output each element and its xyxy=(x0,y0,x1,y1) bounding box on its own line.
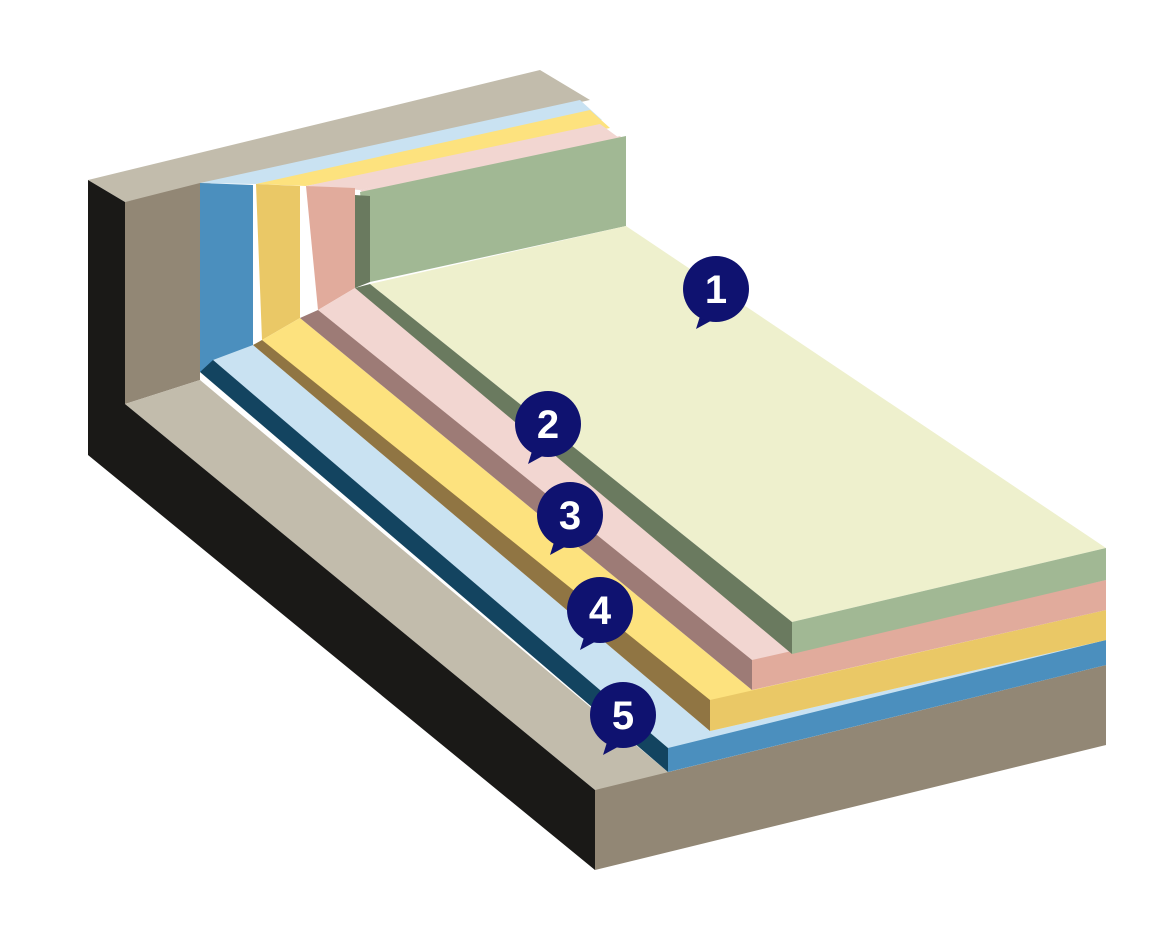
layer-yellow-wall-face xyxy=(256,184,300,340)
marker-5: 5 xyxy=(590,682,656,755)
marker-5-label: 5 xyxy=(612,694,634,738)
marker-1: 1 xyxy=(683,256,749,329)
marker-3-circle xyxy=(537,482,603,548)
marker-1-label: 1 xyxy=(705,268,727,312)
layer-green-side xyxy=(355,284,792,654)
marker-4-circle xyxy=(567,577,633,643)
marker-1-circle xyxy=(683,256,749,322)
layer-yellow-wall-top xyxy=(256,110,610,186)
layer-pink-side xyxy=(300,310,752,690)
layer-pink-wall-face xyxy=(306,186,355,310)
layer-blue-side xyxy=(200,360,668,772)
layer-blue-floor-top xyxy=(213,345,1106,772)
layer-green-floor-top xyxy=(370,226,1106,622)
layer-blue-wall-top xyxy=(200,100,602,184)
marker-3-label: 3 xyxy=(559,494,581,538)
marker-2-circle xyxy=(515,391,581,457)
layer-green-front-face xyxy=(792,548,1106,654)
substrate-wall-inner-face xyxy=(125,183,200,404)
layer-yellow-floor-top xyxy=(262,318,1106,731)
layer-green-wall-left xyxy=(355,195,370,288)
marker-2: 2 xyxy=(515,391,581,464)
layer-blue-front-face xyxy=(668,640,1106,772)
layer-pink-front-face xyxy=(752,580,1106,690)
marker-2-label: 2 xyxy=(537,403,559,447)
layer-pink-wall-top xyxy=(306,124,622,190)
layer-blue-wall-face xyxy=(200,183,253,372)
marker-5-circle xyxy=(590,682,656,748)
marker-3: 3 xyxy=(537,482,603,555)
layer-green-wall-face xyxy=(360,136,626,282)
substrate-left-side xyxy=(88,180,595,870)
marker-4: 4 xyxy=(567,577,633,650)
substrate-back-wall-top xyxy=(88,70,590,202)
layer-pink-floor-top xyxy=(318,288,1106,690)
substrate-front-face xyxy=(595,665,1106,870)
marker-4-label: 4 xyxy=(589,589,612,633)
layer-yellow-front-face xyxy=(710,610,1106,731)
